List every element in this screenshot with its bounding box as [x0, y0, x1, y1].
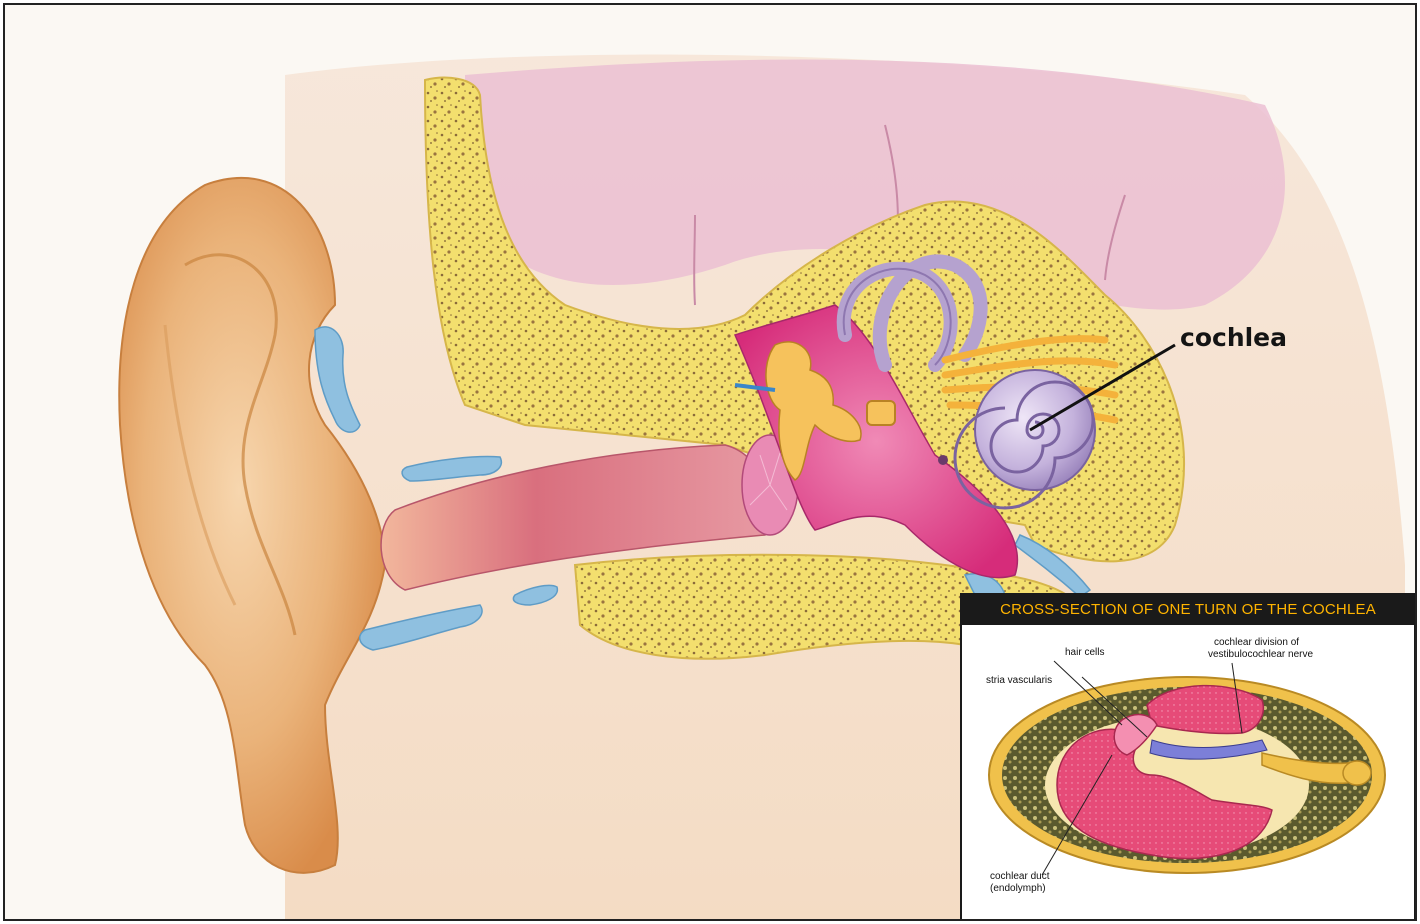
scala-vestibuli: [1147, 686, 1263, 734]
label-cochlear-duct-2: (endolymph): [990, 883, 1046, 895]
label-cochlear-division-2: vestibulocochlear nerve: [1208, 649, 1313, 661]
inset-title: CROSS-SECTION OF ONE TURN OF THE COCHLEA: [962, 595, 1414, 625]
label-cochlear-duct-1: cochlear duct: [990, 871, 1049, 883]
label-cochlear-division-1: cochlear division of: [1214, 637, 1299, 649]
label-stria-vascularis: stria vascularis: [986, 675, 1052, 687]
cochlea-cross-section-inset: CROSS-SECTION OF ONE TURN OF THE COCHLEA: [960, 593, 1416, 921]
stapes: [867, 401, 895, 425]
ear-anatomy-illustration: cochlea CROSS-SECTION OF ONE TURN OF THE…: [3, 3, 1417, 921]
label-hair-cells: hair cells: [1065, 647, 1104, 659]
cochlea-label: cochlea: [1180, 323, 1287, 352]
